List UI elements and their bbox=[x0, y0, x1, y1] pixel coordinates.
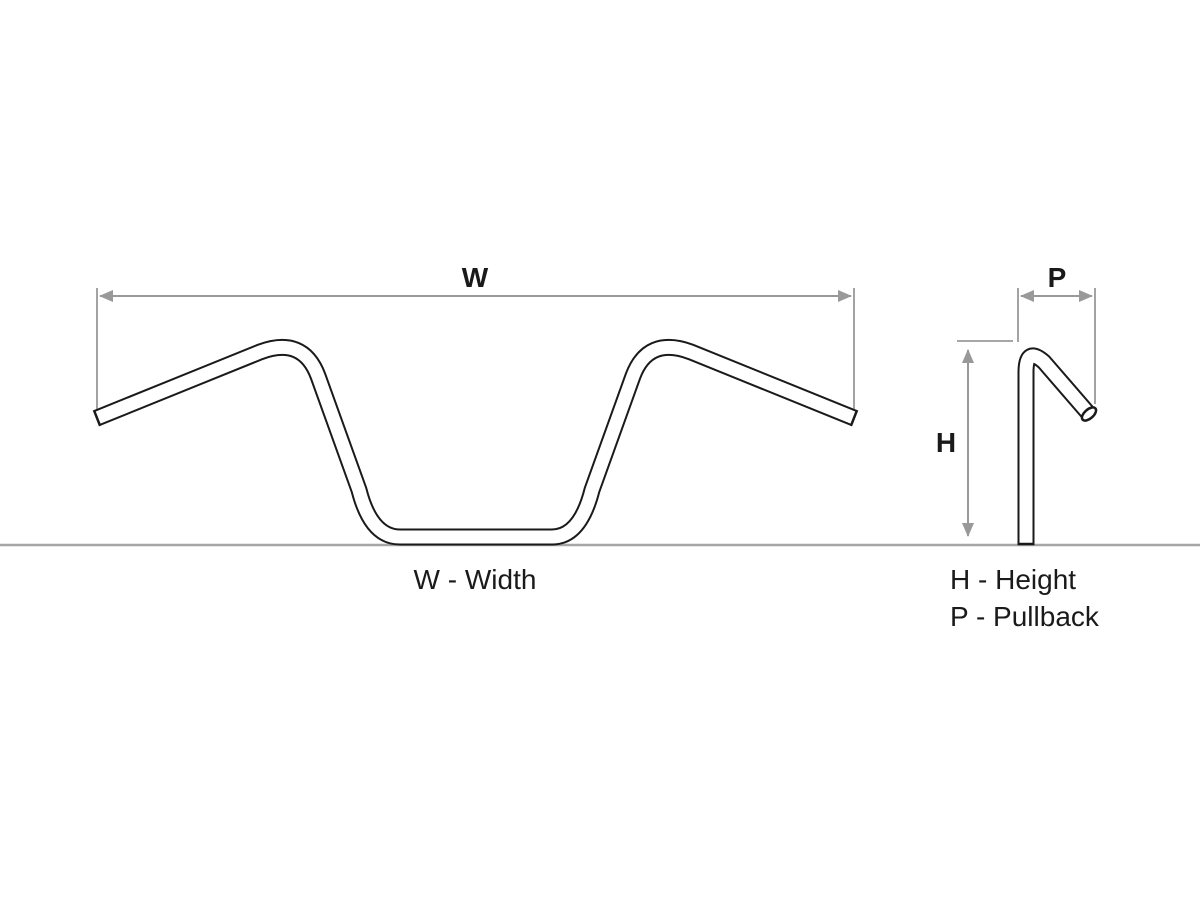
legend: W - Width H - Height P - Pullback bbox=[414, 564, 1100, 632]
height-dimension-label: H bbox=[936, 427, 956, 458]
width-dimension: W bbox=[96, 262, 855, 410]
front-view-left-grip-end-cap bbox=[92, 409, 102, 427]
pullback-dimension-label: P bbox=[1048, 262, 1067, 293]
handlebar-side-view bbox=[1017, 347, 1098, 546]
handlebar-front-view bbox=[92, 339, 859, 546]
front-view-right-grip-end-cap bbox=[849, 409, 859, 427]
front-view-tube-inner bbox=[94, 341, 857, 544]
pullback-dimension: P bbox=[1017, 262, 1096, 404]
width-dimension-label: W bbox=[462, 262, 489, 293]
legend-width: W - Width bbox=[414, 564, 537, 595]
height-dimension: H bbox=[936, 340, 1013, 537]
side-view-grip-end-cap bbox=[1080, 406, 1098, 422]
legend-height: H - Height bbox=[950, 564, 1076, 595]
side-view-tube-inner bbox=[1019, 349, 1094, 544]
legend-pullback: P - Pullback bbox=[950, 601, 1100, 632]
